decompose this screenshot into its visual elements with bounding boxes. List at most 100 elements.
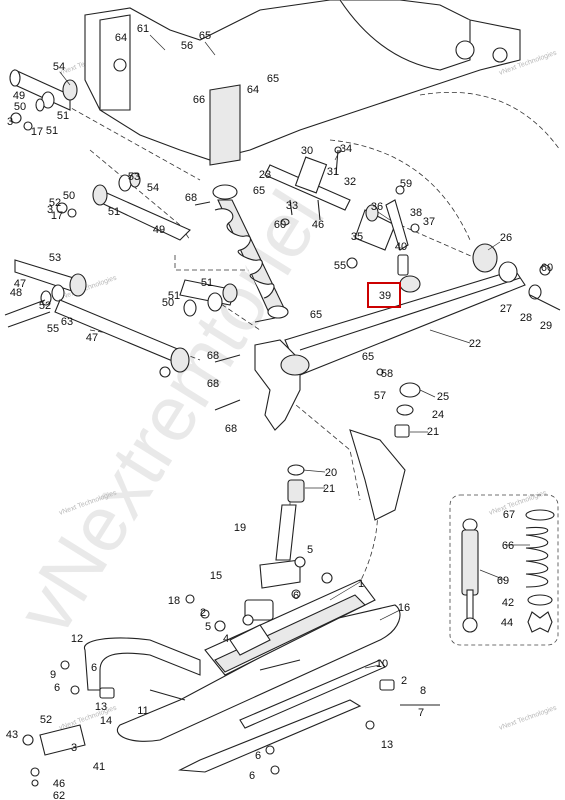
callout-14: 14 [100, 715, 112, 727]
callout-3: 3 [7, 116, 13, 128]
callout-54: 54 [53, 61, 65, 73]
callout-6: 6 [249, 770, 255, 782]
callout-47: 47 [14, 278, 26, 290]
callout-64: 64 [115, 32, 127, 44]
callout-20: 20 [325, 467, 337, 479]
callout-32: 32 [344, 176, 356, 188]
callout-27: 27 [500, 303, 512, 315]
callout-21: 21 [427, 426, 439, 438]
callout-53: 53 [128, 171, 140, 183]
callout-44: 44 [501, 617, 513, 629]
callout-68: 68 [207, 350, 219, 362]
callout-1: 1 [358, 578, 364, 590]
callout-50: 50 [63, 190, 75, 202]
callout-13: 13 [381, 739, 393, 751]
callout-52: 52 [39, 300, 51, 312]
callout-65: 65 [310, 309, 322, 321]
callout-62: 62 [53, 790, 65, 800]
callout-51: 51 [46, 125, 58, 137]
callout-53: 53 [49, 252, 61, 264]
callout-58: 58 [381, 368, 393, 380]
callout-43: 43 [6, 729, 18, 741]
callout-65: 65 [267, 73, 279, 85]
callout-59: 59 [400, 178, 412, 190]
callout-17: 17 [31, 126, 43, 138]
callout-15: 15 [210, 570, 222, 582]
callout-40: 40 [395, 241, 407, 253]
callout-38: 38 [410, 207, 422, 219]
callout-8: 8 [420, 685, 426, 697]
ski-hardware [185, 556, 375, 775]
callout-52: 52 [40, 714, 52, 726]
callout-25: 25 [437, 391, 449, 403]
spindle-shaft [259, 464, 305, 589]
callout-12: 12 [71, 633, 83, 645]
callout-22: 22 [469, 338, 481, 350]
callout-47: 47 [86, 332, 98, 344]
steering-column-top [264, 146, 351, 226]
callout-51: 51 [168, 290, 180, 302]
callout-55: 55 [47, 323, 59, 335]
callout-57: 57 [374, 390, 386, 402]
callout-65: 65 [253, 185, 265, 197]
callout-9: 9 [50, 669, 56, 681]
lower-arm-assembly [4, 259, 190, 378]
callout-48: 48 [10, 287, 22, 299]
callout-36: 36 [371, 201, 383, 213]
callout-41: 41 [93, 761, 105, 773]
ski [117, 579, 440, 773]
callout-31: 31 [327, 166, 339, 178]
callout-24: 24 [432, 409, 444, 421]
trailing-arm [284, 243, 561, 376]
callout-50: 50 [14, 101, 26, 113]
callout-19: 19 [234, 522, 246, 534]
callout-65: 65 [199, 30, 211, 42]
callout-34: 34 [340, 143, 352, 155]
callout-2: 2 [200, 607, 206, 619]
callout-66: 66 [502, 540, 514, 552]
callout-60: 60 [541, 262, 553, 274]
callout-13: 13 [95, 701, 107, 713]
callout-46: 46 [53, 778, 65, 790]
callout-51: 51 [201, 277, 213, 289]
callout-65: 65 [362, 351, 374, 363]
callout-16: 16 [398, 602, 410, 614]
callout-56: 56 [181, 40, 193, 52]
callout-68: 68 [185, 192, 197, 204]
callout-7: 7 [418, 707, 424, 719]
shock-detail-inset [449, 494, 559, 646]
chassis-frame [84, 0, 521, 166]
callout-35: 35 [351, 231, 363, 243]
upper-arm-assembly [9, 69, 191, 241]
callout-60: 60 [274, 219, 286, 231]
callout-68: 68 [207, 378, 219, 390]
callout-67: 67 [503, 509, 515, 521]
highlight-box-part-39 [367, 282, 401, 308]
callout-54: 54 [147, 182, 159, 194]
callout-68: 68 [225, 423, 237, 435]
callout-3: 3 [71, 742, 77, 754]
callout-64: 64 [247, 84, 259, 96]
callout-6: 6 [54, 682, 60, 694]
callout-21: 21 [323, 483, 335, 495]
callout-55: 55 [334, 260, 346, 272]
callout-17: 17 [51, 210, 63, 222]
callout-50: 50 [162, 297, 174, 309]
callout-28: 28 [520, 312, 532, 324]
callout-10: 10 [376, 658, 388, 670]
callout-5: 5 [205, 621, 211, 633]
callout-5: 5 [307, 544, 313, 556]
callout-69: 69 [497, 575, 509, 587]
callout-3: 3 [47, 204, 53, 216]
middle-bushings [179, 279, 238, 317]
spindle-housing [214, 339, 421, 521]
callout-6: 6 [91, 662, 97, 674]
callout-23: 23 [259, 169, 271, 181]
callout-33: 33 [286, 200, 298, 212]
ski-handle-loop [22, 637, 201, 787]
callout-49: 49 [153, 224, 165, 236]
callout-49: 49 [13, 90, 25, 102]
callout-6: 6 [255, 750, 261, 762]
callout-2: 2 [401, 675, 407, 687]
